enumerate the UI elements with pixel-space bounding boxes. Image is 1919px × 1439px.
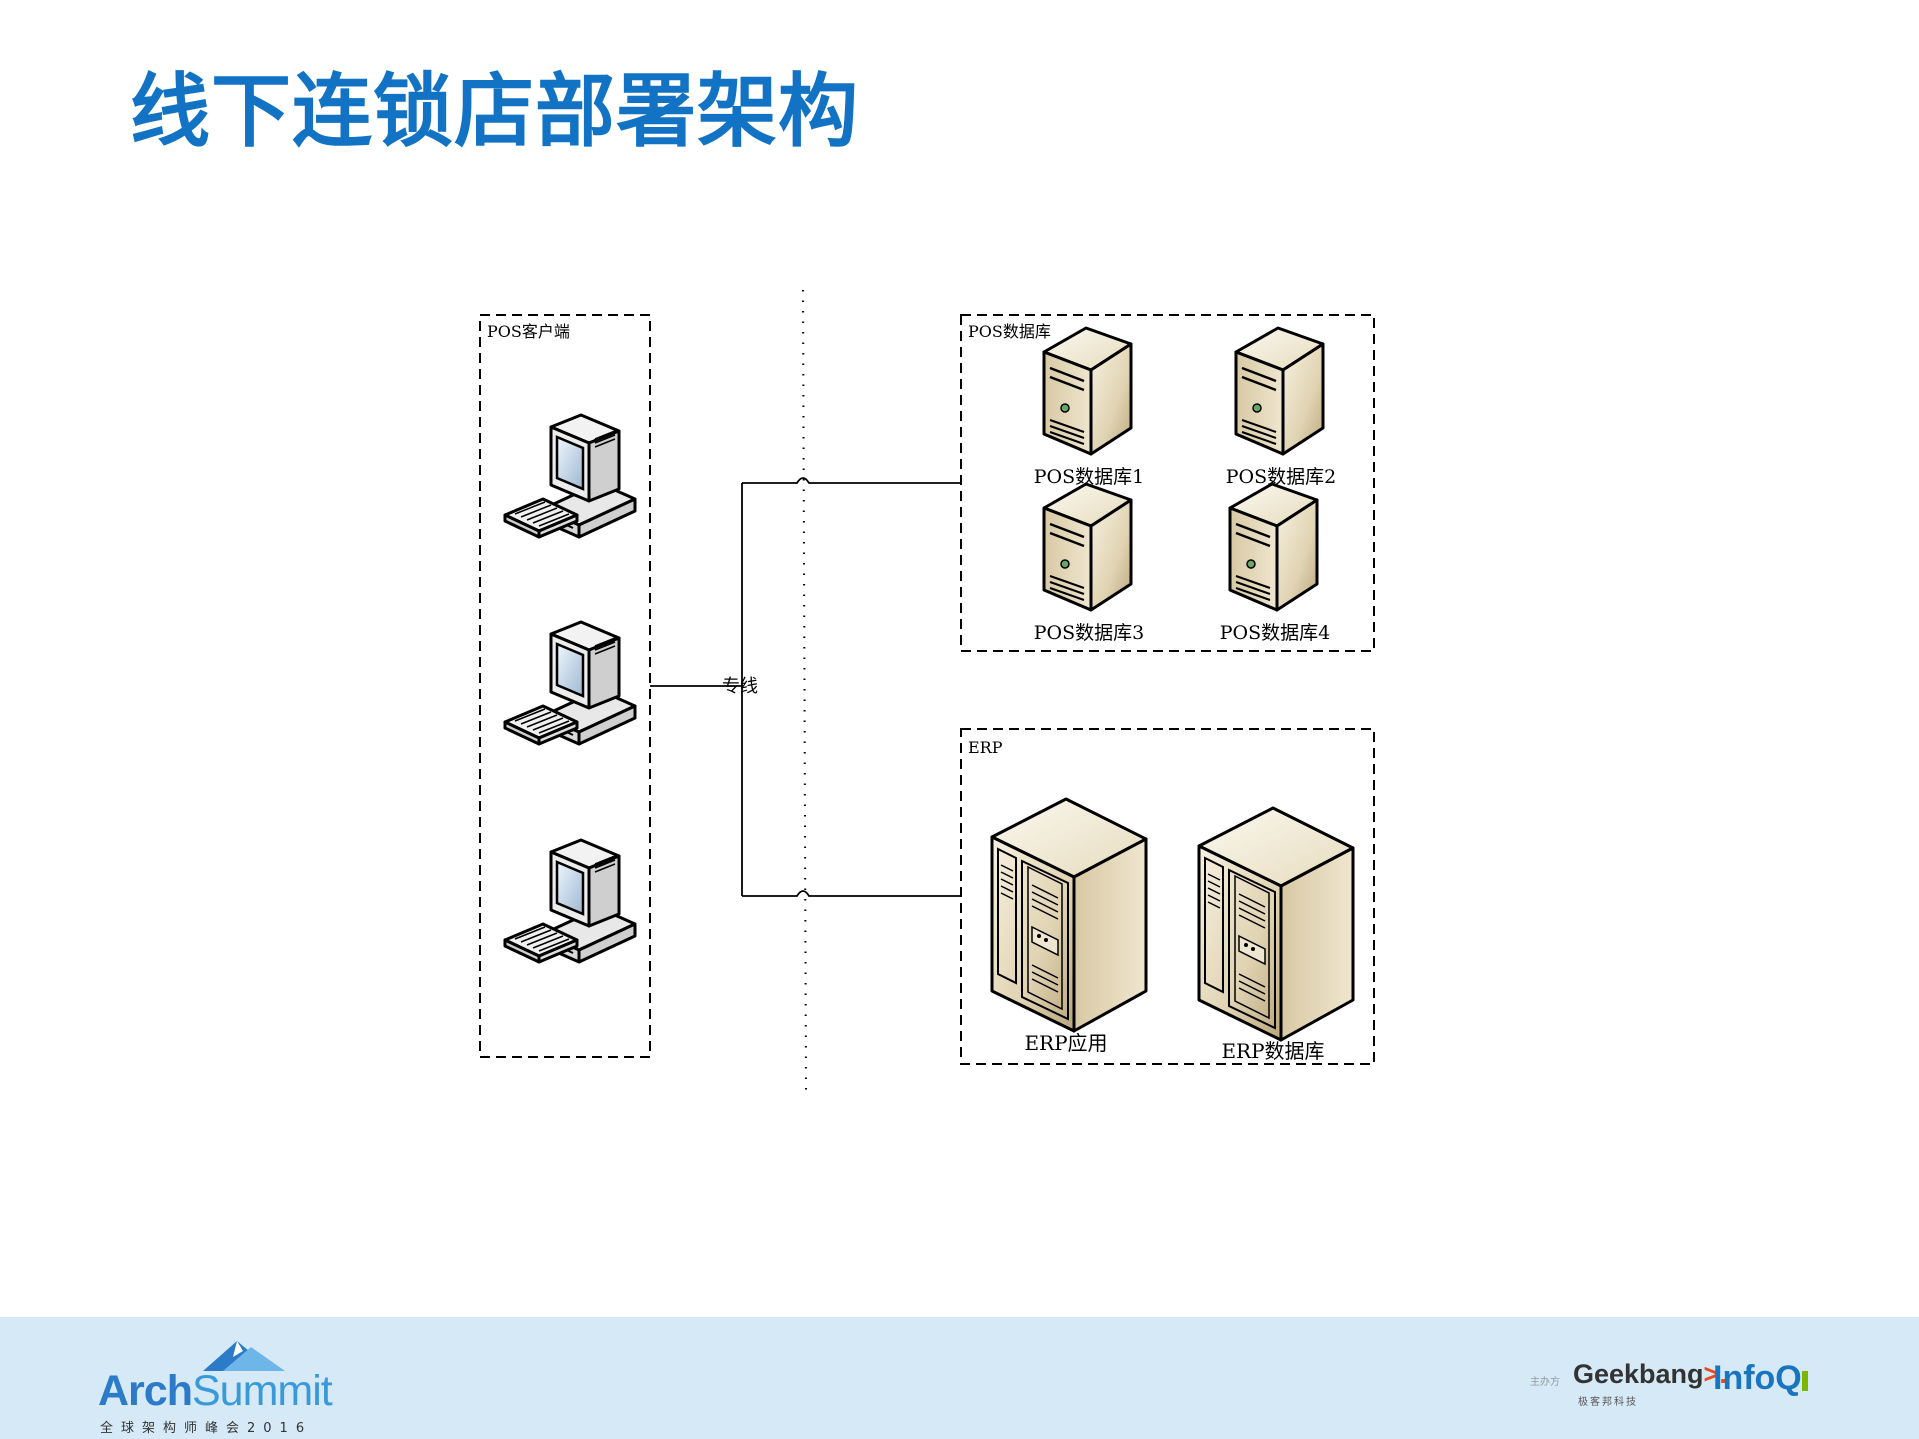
mountain-logo-icon [203, 1341, 285, 1371]
architecture-diagram: POS客户端 POS数据库 ERP 专线 POS数据库1 POS数据库2 POS… [479, 289, 1375, 1093]
host-label: 主办方 [1530, 1377, 1560, 1388]
pos-db-server-label: POS数据库4 [1220, 622, 1330, 644]
pos-db-group-label: POS数据库 [968, 322, 1051, 341]
pos-client-pc-icon [503, 413, 637, 539]
pos-db-server-icon [1042, 326, 1133, 456]
erp-db-server-icon [1197, 806, 1355, 1042]
geekbang-logo: Geekbang>. [1573, 1359, 1727, 1390]
pos-db-server-icon [1042, 482, 1133, 612]
erp-app-label: ERP应用 [1024, 1031, 1107, 1055]
pos-client-pc-icon [503, 620, 637, 746]
network-boundary-line [802, 289, 807, 1093]
footer-bar: ArchSummit 全球架构师峰会2016 主办方 Geekbang>. 极客… [0, 1317, 1919, 1439]
erp-db-label: ERP数据库 [1221, 1039, 1324, 1063]
archsummit-logo-subtitle: 全球架构师峰会2016 [100, 1421, 313, 1436]
geekbang-logo-mark: >. [1703, 1359, 1727, 1389]
pos-client-group-label: POS客户端 [487, 322, 570, 341]
geekbang-logo-subtitle: 极客邦科技 [1578, 1397, 1638, 1408]
dedicated-line-connector [650, 477, 961, 897]
geekbang-logo-text: Geekbang [1573, 1359, 1704, 1389]
pos-db-server-label: POS数据库2 [1226, 466, 1336, 488]
pos-db-server-label: POS数据库1 [1034, 466, 1144, 488]
erp-app-server-icon [990, 797, 1148, 1033]
archsummit-logo-arch: Arch [98, 1367, 193, 1415]
pos-db-server-icon [1234, 326, 1325, 456]
archsummit-logo: ArchSummit 全球架构师峰会2016 [98, 1337, 338, 1436]
pos-client-group-box [479, 314, 651, 1058]
pos-db-server-icon [1228, 482, 1319, 612]
infoq-logo-mark [1802, 1371, 1808, 1391]
page-title: 线下连锁店部署架构 [130, 65, 859, 158]
dedicated-line-label: 专线 [722, 676, 758, 697]
pos-db-server-label: POS数据库3 [1034, 622, 1144, 644]
infoq-logo: InfoQ [1713, 1359, 1802, 1397]
pos-client-pc-icon [503, 838, 637, 964]
archsummit-logo-summit: Summit [191, 1367, 333, 1415]
erp-group-label: ERP [968, 738, 1003, 757]
